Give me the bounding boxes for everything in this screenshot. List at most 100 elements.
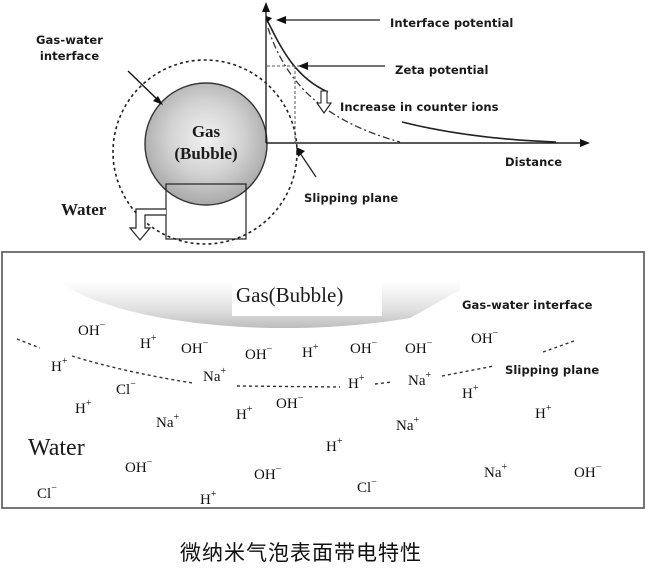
zeta-potential-label: Zeta potential [395,63,489,77]
increase-counter-ions-label: Increase in counter ions [340,100,499,114]
ion-charge: − [266,344,273,355]
ion-h: H+ [302,342,319,362]
ion-symbol: OH [276,396,298,412]
ion-charge: − [595,462,602,473]
ion-h: H+ [326,436,343,456]
ion-charge: − [99,320,106,331]
caption: 微纳米气泡表面带电特性 [180,541,422,565]
ion-symbol: OH [471,331,493,347]
ion-charge: + [472,383,479,394]
ion-charge: − [146,457,153,468]
ion-symbol: Na [484,465,502,481]
ion-h: H+ [200,489,217,509]
ion-charge: − [492,328,499,339]
ion-na: Na+ [484,462,508,482]
water-label-top: Water [61,200,107,219]
ion-charge: + [425,370,432,381]
ion-oh: OH− [254,464,282,484]
ion-charge: − [371,477,377,488]
ion-na: Na+ [203,366,227,386]
ion-charge: − [51,483,57,494]
gas-water-interface-line1: Gas-water [36,33,104,47]
ion-charge: − [371,338,378,349]
ion-symbol: H [140,336,151,352]
ion-h: H+ [75,398,92,418]
ion-h: H+ [462,383,479,403]
ion-symbol: OH [245,347,267,363]
ion-symbol: OH [574,465,596,481]
ion-charge: − [202,338,209,349]
ion-h: H+ [236,404,253,424]
ion-charge: − [130,379,136,390]
ion-symbol: Cl [37,486,52,502]
ion-symbol: H [200,492,211,508]
ion-oh: OH− [276,393,304,413]
ion-charge: + [85,398,92,409]
ion-charge: + [61,356,68,367]
ion-symbol: H [326,439,337,455]
ion-charge: − [275,464,282,475]
ion-oh: OH− [574,462,602,482]
ion-charge: + [336,436,343,447]
ion-oh: OH− [125,457,153,477]
ion-charge: + [210,489,217,500]
distance-label: Distance [505,155,563,169]
ion-oh: OH− [245,344,273,364]
gas-water-interface-label: Gas-water interface [36,32,103,64]
counter-ion-curve [267,27,401,143]
water-label-bottom: Water [28,435,85,461]
increase-arrow-icon [315,90,333,114]
ion-symbol: Na [203,369,221,385]
ion-cl: Cl− [37,483,57,503]
ion-charge: + [545,403,552,414]
ion-h: H+ [51,356,68,376]
ion-cl: Cl− [357,477,377,497]
slipping-plane-label-bottom: Slipping plane [505,363,600,377]
bubble-label-bottom: Gas(Bubble) [236,283,344,307]
ion-na: Na+ [408,370,432,390]
gas-bubble [144,82,268,206]
slipping-plane-label-top: Slipping plane [304,191,399,205]
ion-symbol: OH [125,460,147,476]
ion-symbol: Na [396,418,414,434]
ion-h: H+ [535,403,552,423]
gas-water-interface-label-bottom: Gas-water interface [462,298,593,312]
ion-charge: + [358,373,365,384]
bubble-label: Gas (Bubble) [168,121,244,165]
ion-symbol: H [535,406,546,422]
ion-charge: + [246,404,253,415]
interface-potential-label: Interface potential [390,16,514,30]
ion-symbol: H [75,401,86,417]
ion-charge: + [312,342,319,353]
ion-symbol: OH [254,467,276,483]
ion-charge: + [501,462,508,473]
bubble-label-line2: (Bubble) [174,144,238,163]
ion-h: H+ [140,333,157,353]
ion-symbol: Cl [116,382,131,398]
ion-na: Na+ [156,412,179,432]
ion-charge: − [297,393,304,404]
down-arrow-icon [128,208,166,241]
ion-symbol: OH [78,323,100,339]
ion-symbol: OH [350,341,372,357]
ion-symbol: OH [181,341,203,357]
gas-water-interface-line2: interface [39,49,100,63]
ion-charge: + [220,366,227,377]
ion-oh: OH− [78,320,106,340]
ion-symbol: H [462,386,473,402]
ion-oh: OH− [405,338,433,358]
ion-symbol: H [51,359,62,375]
ion-symbol: Cl [357,480,372,496]
ion-symbol: H [236,407,247,423]
ion-symbol: Na [408,373,426,389]
ion-charge: + [413,415,420,426]
ion-charge: − [426,338,433,349]
ion-cl: Cl− [116,379,136,399]
ion-oh: OH− [350,338,378,358]
ion-symbol: H [348,376,359,392]
slipping-plane-line [16,338,41,349]
ion-oh: OH− [181,338,209,358]
ion-oh: OH− [471,328,499,348]
ion-charge: + [150,333,157,344]
